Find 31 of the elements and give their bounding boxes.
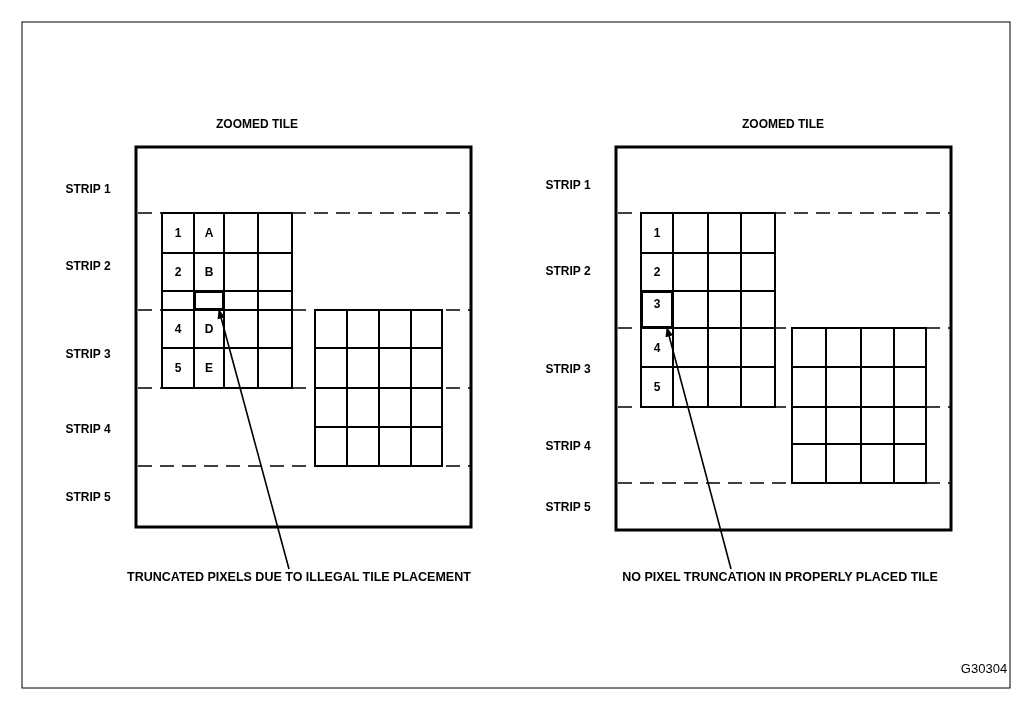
leader-arrow: [665, 327, 732, 570]
strip-label: STRIP 5: [65, 491, 111, 503]
truncated-pixel-cell: [194, 291, 224, 310]
figure-code: G30304: [960, 661, 1008, 675]
strip-label: STRIP 3: [545, 363, 591, 375]
pixel-label: 5: [653, 381, 661, 393]
pixel-label: D: [204, 323, 214, 335]
pixel-label: E: [205, 362, 213, 374]
pixel-label: B: [204, 266, 214, 278]
strip-label: STRIP 4: [65, 423, 111, 435]
caption-text: NO PIXEL TRUNCATION IN PROPERLY PLACED TILE: [588, 569, 972, 586]
pixel-label: A: [204, 227, 214, 239]
leader-arrow: [217, 309, 290, 570]
strip-label: STRIP 4: [545, 440, 591, 452]
pixel-cell: 3: [641, 291, 673, 328]
caption-text: TRUNCATED PIXELS DUE TO ILLEGAL TILE PLACEMENT: [100, 569, 498, 586]
pixel-label: 1: [174, 227, 182, 239]
pixel-label: 4: [174, 323, 182, 335]
strip-label: STRIP 3: [65, 348, 111, 360]
strip-label: STRIP 1: [545, 179, 591, 191]
tile-heading: ZOOMED TILE: [216, 118, 298, 130]
pixel-label: 1: [653, 227, 661, 239]
strip-label: STRIP 1: [65, 183, 111, 195]
strip-label: STRIP 5: [545, 501, 591, 513]
tile-heading: ZOOMED TILE: [742, 118, 824, 130]
pixel-label: 5: [174, 362, 182, 374]
pixel-label: 2: [174, 266, 182, 278]
pixel-label: 4: [653, 342, 661, 354]
strip-label: STRIP 2: [545, 265, 591, 277]
pixel-label: 2: [653, 266, 661, 278]
strip-label: STRIP 2: [65, 260, 111, 272]
